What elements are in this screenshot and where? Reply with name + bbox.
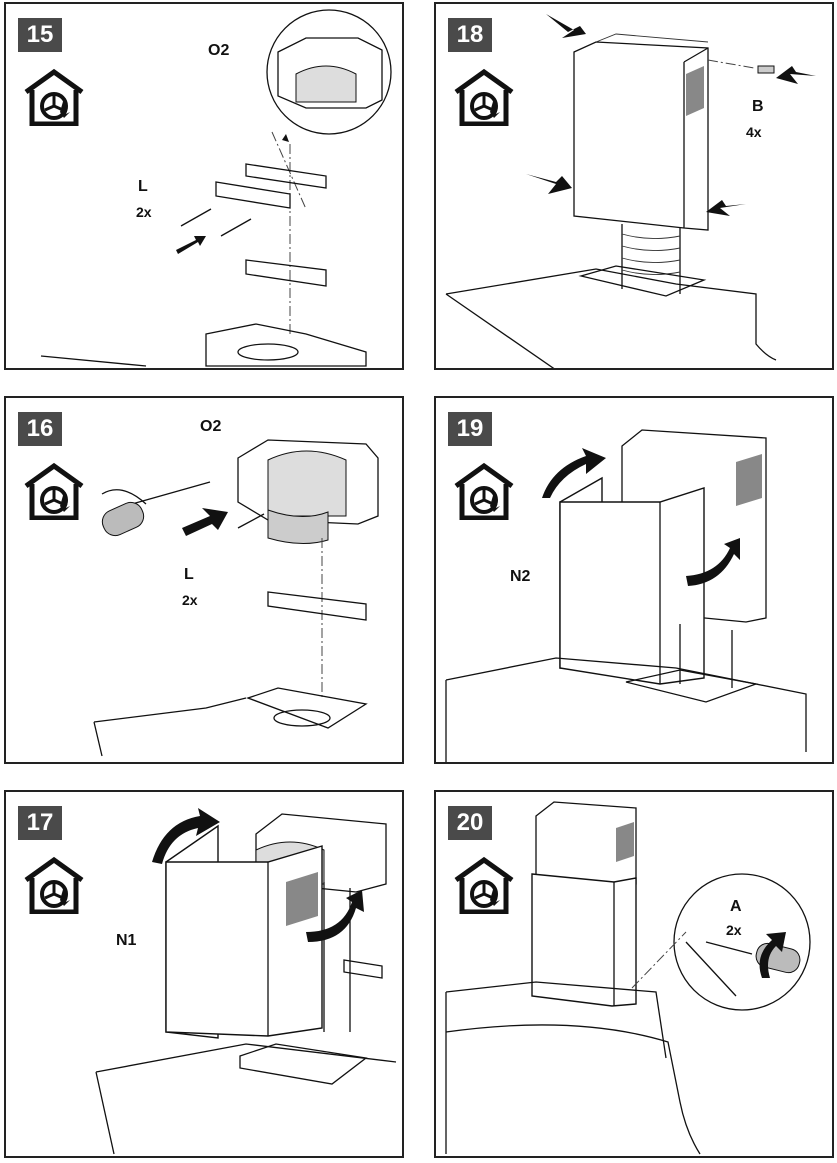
recirculation-house-fan-icon	[450, 856, 518, 914]
recirculation-house-fan-icon	[20, 462, 88, 520]
part-label-o2: O2	[200, 418, 222, 435]
step-17-illustration	[95, 808, 397, 1155]
recirculation-house-fan-icon	[450, 462, 518, 520]
step-number-badge: 16	[18, 412, 62, 446]
zoom-circle	[266, 9, 392, 135]
screw-label-l: L	[184, 566, 194, 583]
step-20-panel: 20 A 2x	[434, 790, 834, 1158]
recirculation-house-fan-icon	[20, 68, 88, 126]
screw-label-l: L	[138, 178, 148, 195]
step-15-illustration	[40, 9, 392, 367]
step-16-illustration	[93, 439, 379, 757]
zoom-circle	[673, 873, 811, 1011]
step-number-badge: 17	[18, 806, 62, 840]
step-number-badge: 19	[448, 412, 492, 446]
screw-quantity: 2x	[136, 204, 152, 220]
screw-quantity: 4x	[746, 124, 762, 140]
step-19-panel: 19 N2	[434, 396, 834, 764]
step-17-panel: 17 N1	[4, 790, 404, 1158]
screw-label-b: B	[752, 98, 764, 115]
step-number-badge: 15	[18, 18, 62, 52]
step-19-illustration	[445, 429, 807, 762]
step-18-panel: 18 B 4x	[434, 2, 834, 370]
part-label-o2: O2	[208, 42, 230, 59]
step-20-illustration	[445, 801, 811, 1155]
step-number-badge: 18	[448, 18, 492, 52]
step-16-panel: 16 O2 L 2x	[4, 396, 404, 764]
recirculation-house-fan-icon	[20, 856, 88, 914]
recirculation-house-fan-icon	[450, 68, 518, 126]
step-18-illustration	[445, 14, 816, 368]
step-15-panel: 15 O2 L 2x	[4, 2, 404, 370]
screw-label-a: A	[730, 898, 742, 915]
step-number-badge: 20	[448, 806, 492, 840]
screw-quantity: 2x	[182, 592, 198, 608]
part-label-n1: N1	[116, 932, 137, 949]
part-label-n2: N2	[510, 568, 531, 585]
screw-quantity: 2x	[726, 922, 742, 938]
